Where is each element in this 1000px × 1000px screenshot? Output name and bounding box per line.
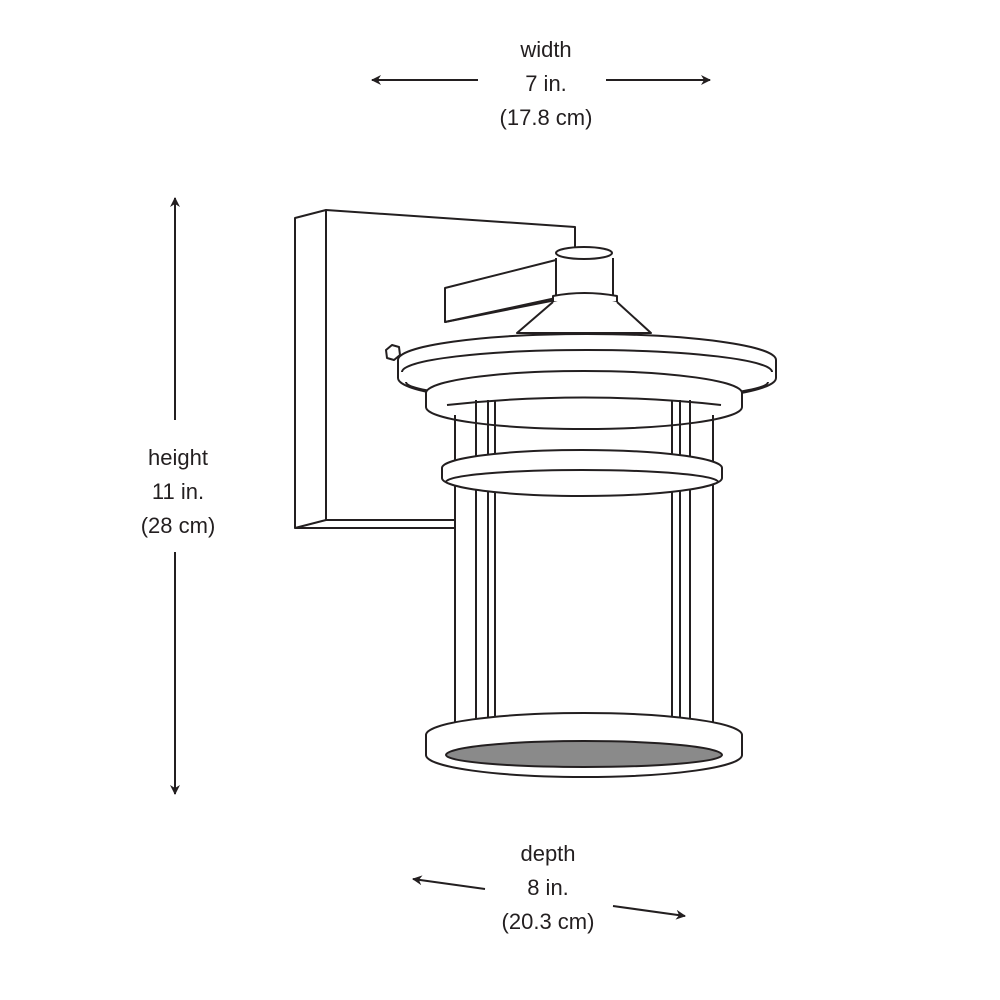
depth-imperial: 8 in. (527, 875, 569, 900)
width-title: width (520, 37, 572, 62)
depth-arrow-left (412, 875, 486, 890)
middle-ring (441, 449, 723, 497)
depth-title: depth (520, 841, 576, 866)
depth-metric: (20.3 cm) (501, 909, 595, 934)
backplate (294, 209, 576, 529)
height-imperial: 11 in. (151, 479, 205, 504)
height-metric: (28 cm) (140, 513, 216, 538)
bottom-ring (425, 712, 743, 778)
top-ring (385, 333, 777, 430)
glass-cylinder (446, 396, 722, 728)
width-metric: (17.8 cm) (499, 105, 593, 130)
depth-arrow-right (612, 905, 686, 920)
height-title: height (148, 445, 208, 470)
cap (516, 246, 652, 334)
width-imperial: 7 in. (525, 71, 567, 96)
width-label: width 7 in. (17.8 cm) (446, 33, 646, 135)
height-label: height 11 in. (28 cm) (78, 441, 278, 543)
depth-label: depth 8 in. (20.3 cm) (448, 837, 648, 939)
